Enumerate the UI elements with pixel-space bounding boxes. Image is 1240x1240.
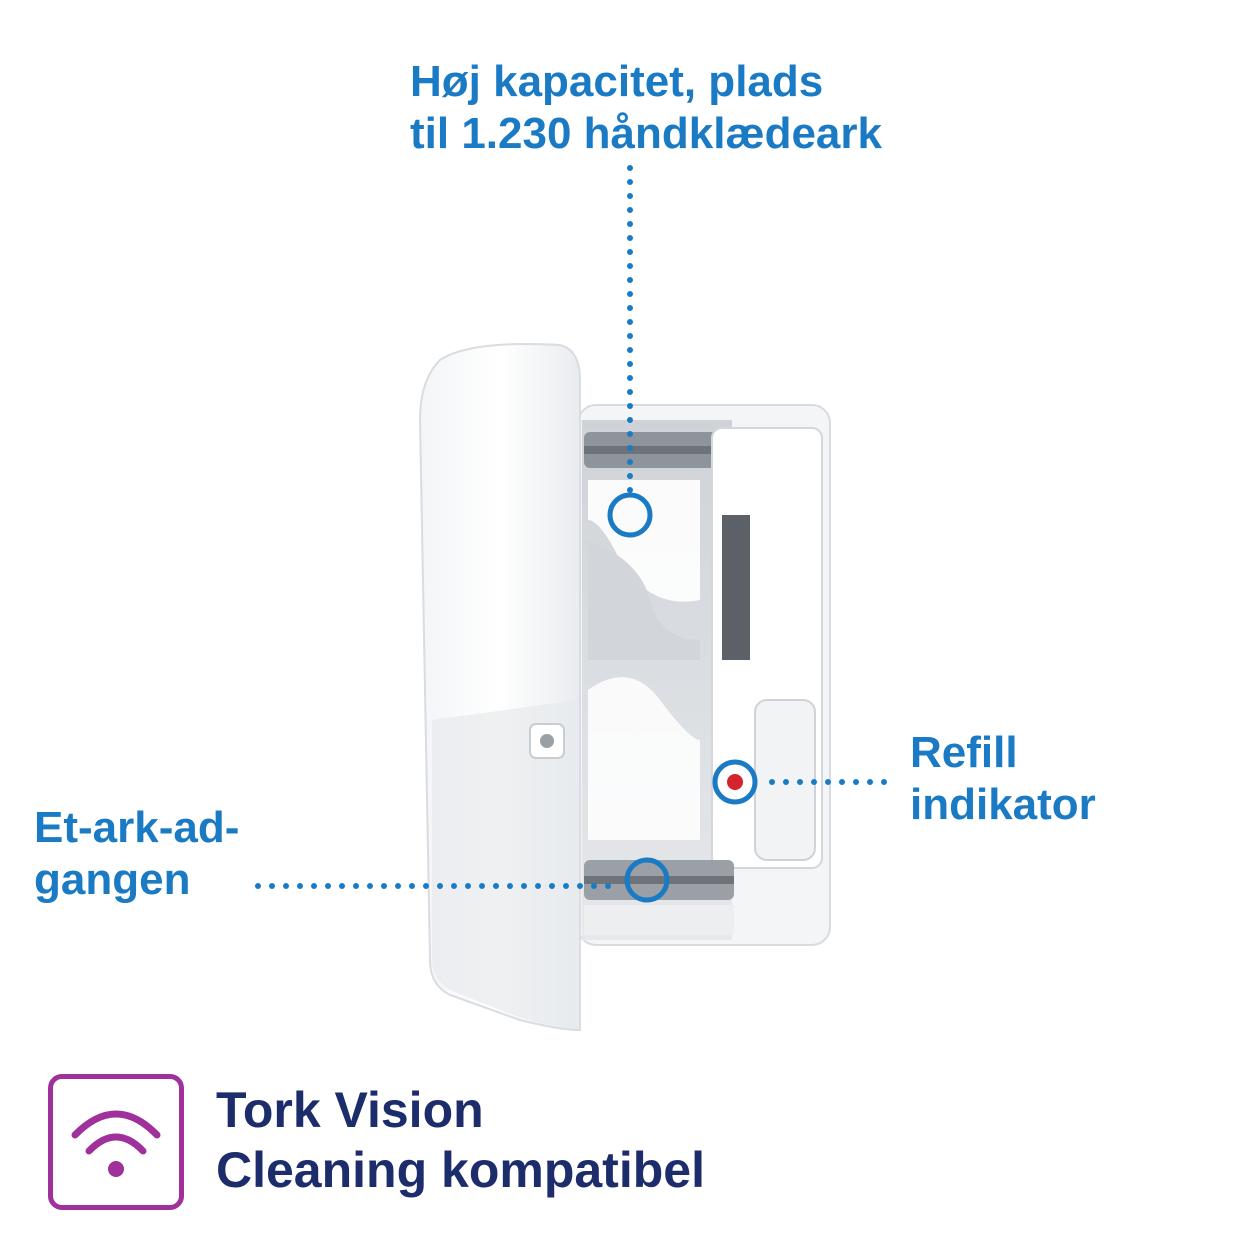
footer-line2: Cleaning kompatibel (216, 1142, 705, 1198)
footer-title: Tork Vision Cleaning kompatibel (216, 1080, 705, 1200)
dispenser-cover (418, 343, 581, 1032)
refill-indicator-light (727, 774, 743, 790)
single-sheet-callout: Et-ark-ad- gangen (34, 802, 239, 906)
capacity-callout-line2: til 1.230 håndklædeark (410, 109, 882, 158)
dispenser-housing (577, 404, 831, 946)
refill-callout-line1: Refill (910, 728, 1018, 777)
refill-callout: Refill indikator (910, 727, 1096, 831)
capacity-marker-ring (607, 492, 653, 538)
capacity-callout: Høj kapacitet, plads til 1.230 håndklæde… (410, 56, 882, 160)
footer-line1: Tork Vision (216, 1082, 484, 1138)
wifi-signal-icon (48, 1074, 184, 1210)
single-sheet-marker-ring (624, 857, 670, 903)
refill-callout-line2: indikator (910, 780, 1096, 829)
capacity-callout-line1: Høj kapacitet, plads (410, 57, 824, 106)
single-sheet-callout-line1: Et-ark-ad- (34, 803, 240, 852)
single-sheet-callout-line2: gangen (34, 855, 191, 904)
